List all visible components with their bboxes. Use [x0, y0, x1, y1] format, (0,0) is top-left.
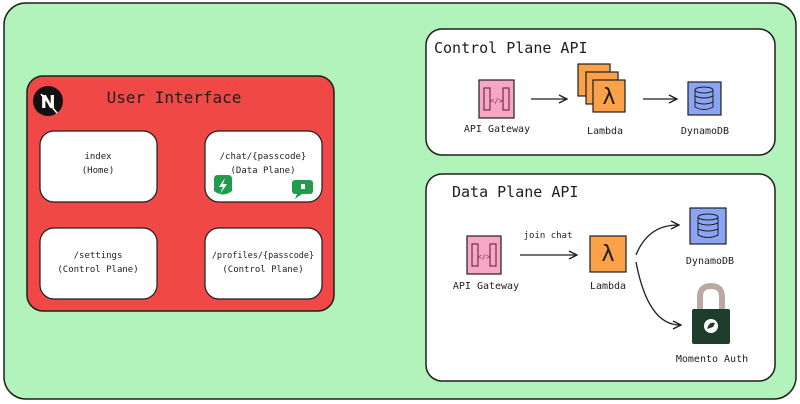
api-gateway-icon: </>	[466, 235, 502, 275]
node-label: API Gateway	[453, 281, 519, 292]
svg-text:λ: λ	[602, 85, 615, 110]
svg-text:</>: </>	[490, 97, 503, 105]
chat-bubble-icon	[292, 180, 313, 199]
control-plane-title: Control Plane API	[434, 39, 588, 57]
page-card-path: /profiles/{passcode}	[212, 251, 314, 261]
page-card-path: /settings	[74, 251, 123, 261]
data-plane-title: Data Plane API	[452, 183, 578, 201]
control-plane-panel: Control Plane API </> API Gateway λ Lamb…	[425, 28, 776, 156]
page-card-plane: (Control Plane)	[57, 265, 138, 275]
page-card-settings: /settings (Control Plane)	[39, 227, 158, 300]
dynamodb-icon	[689, 207, 727, 245]
node-label: DynamoDB	[681, 126, 729, 137]
data-plane-panel: Data Plane API </> API Gateway join chat…	[425, 173, 776, 382]
node-label: Lambda	[590, 281, 626, 292]
page-card-plane: (Control Plane)	[222, 265, 303, 275]
dynamodb-icon	[687, 81, 722, 116]
page-card-path: /chat/{passcode}	[220, 152, 307, 162]
page-card-chat: /chat/{passcode} (Data Plane)	[204, 130, 323, 203]
flow-arrow	[635, 225, 678, 256]
page-card-plane: (Data Plane)	[230, 166, 295, 176]
nextjs-logo-icon: N	[33, 86, 63, 116]
svg-text:λ: λ	[601, 242, 614, 267]
node-label: DynamoDB	[686, 256, 734, 267]
lambda-icon: λ	[577, 63, 626, 113]
lightning-icon	[214, 175, 232, 195]
lock-icon	[692, 282, 730, 344]
api-gateway-icon: </>	[478, 79, 515, 119]
node-label: Lambda	[587, 126, 623, 137]
page-card-profiles: /profiles/{passcode} (Control Plane)	[204, 227, 323, 300]
lambda-icon: λ	[589, 235, 627, 273]
page-card-plane: (Home)	[82, 166, 115, 176]
page-card-path: index	[84, 152, 112, 162]
edge-label: join chat	[524, 231, 573, 241]
node-label: API Gateway	[464, 124, 530, 135]
user-interface-panel: N User Interface index (Home) /chat/{pas…	[26, 75, 335, 312]
node-label: Momento Auth	[676, 354, 748, 365]
flow-arrow	[635, 261, 680, 325]
page-card-index: index (Home)	[39, 130, 158, 203]
svg-text:</>: </>	[478, 253, 491, 261]
user-interface-title: User Interface	[107, 88, 242, 107]
